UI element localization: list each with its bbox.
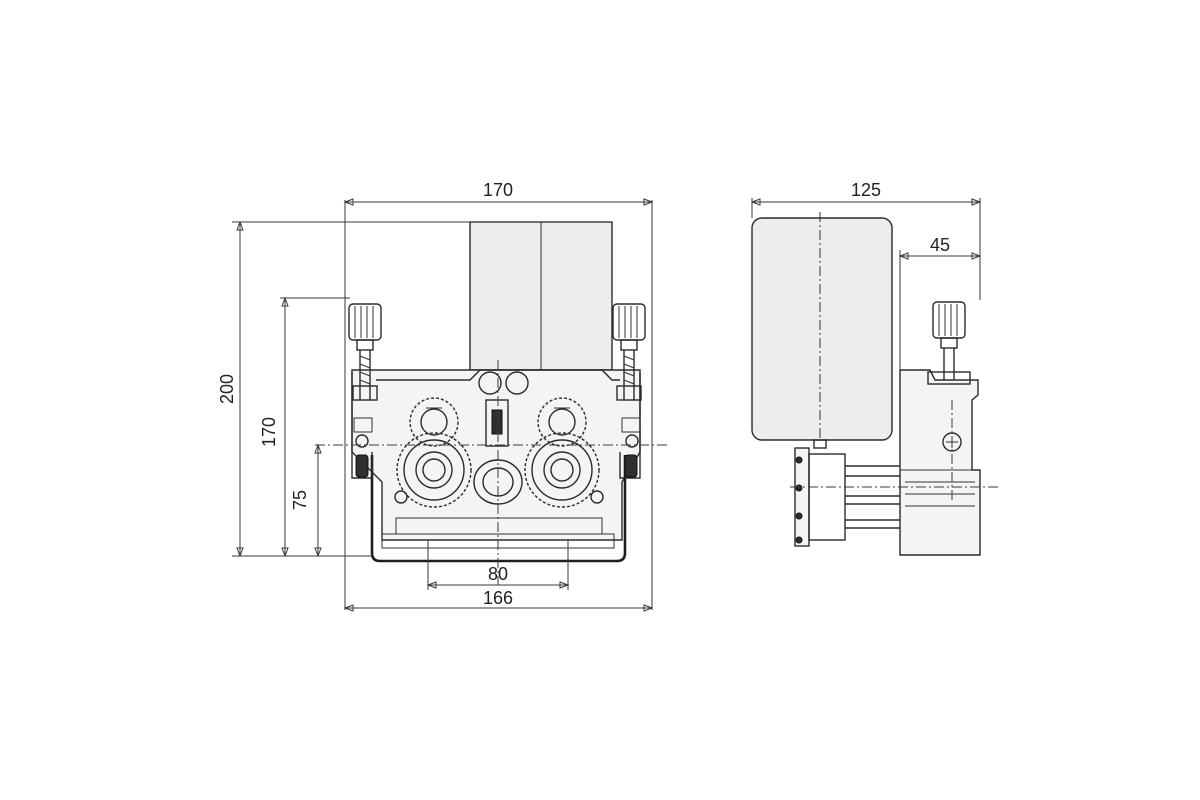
front-left-bracket bbox=[351, 372, 373, 479]
front-right-slot bbox=[624, 454, 638, 478]
top-left-roller bbox=[478, 371, 502, 395]
side-shafts bbox=[845, 465, 900, 529]
dim-overall-width-label: 170 bbox=[483, 180, 513, 200]
front-housing bbox=[351, 369, 641, 541]
upper-left-gear bbox=[409, 397, 459, 447]
front-view: 170 200 170 75 80 bbox=[217, 180, 670, 612]
wire-guide-insert bbox=[491, 409, 503, 435]
right-drive-gear bbox=[524, 432, 600, 508]
dim-axis-height bbox=[314, 443, 322, 558]
dim-base-width-label: 166 bbox=[483, 588, 513, 608]
upper-right-gear bbox=[537, 397, 587, 447]
front-left-slot bbox=[355, 454, 369, 478]
dim-overall-height bbox=[232, 220, 612, 558]
right-screw bbox=[590, 490, 604, 504]
dim-offset-label: 45 bbox=[930, 235, 950, 255]
dim-inner-height bbox=[280, 296, 350, 558]
dim-base-width bbox=[343, 604, 654, 612]
dim-overall-height-label: 200 bbox=[217, 374, 237, 404]
side-mechanism-body bbox=[899, 369, 981, 556]
dim-slot-spacing bbox=[426, 540, 570, 590]
right-bracket-screw bbox=[625, 434, 639, 448]
wire-guide bbox=[485, 399, 509, 447]
front-right-clamp bbox=[621, 417, 641, 433]
dim-axis-height-label: 75 bbox=[290, 490, 310, 510]
flange-bolt-3 bbox=[795, 512, 803, 520]
dim-depth bbox=[750, 198, 982, 300]
side-view: 125 45 bbox=[750, 180, 1000, 556]
left-tension-knob bbox=[348, 303, 382, 401]
dim-depth-label: 125 bbox=[851, 180, 881, 200]
side-tension-knob bbox=[927, 301, 971, 385]
side-motor-shaft bbox=[813, 439, 827, 449]
side-motor-housing bbox=[751, 217, 893, 441]
flange-bolt-4 bbox=[795, 536, 803, 544]
top-right-roller bbox=[505, 371, 529, 395]
front-left-clamp bbox=[353, 417, 373, 433]
side-body-ribs bbox=[905, 481, 975, 507]
left-bracket-screw bbox=[355, 434, 369, 448]
left-screw bbox=[394, 490, 408, 504]
dim-inner-height-label: 170 bbox=[259, 417, 279, 447]
left-drive-gear bbox=[396, 432, 472, 508]
dim-offset bbox=[898, 250, 982, 370]
front-pressure-arm bbox=[376, 369, 620, 381]
flange-bolt-1 bbox=[795, 456, 803, 464]
front-inner-plate bbox=[395, 517, 603, 535]
flange-bolt-2 bbox=[795, 484, 803, 492]
right-tension-knob bbox=[612, 303, 646, 401]
dim-overall-width bbox=[343, 198, 654, 610]
side-gearbox bbox=[808, 453, 846, 541]
dim-slot-spacing-label: 80 bbox=[488, 564, 508, 584]
